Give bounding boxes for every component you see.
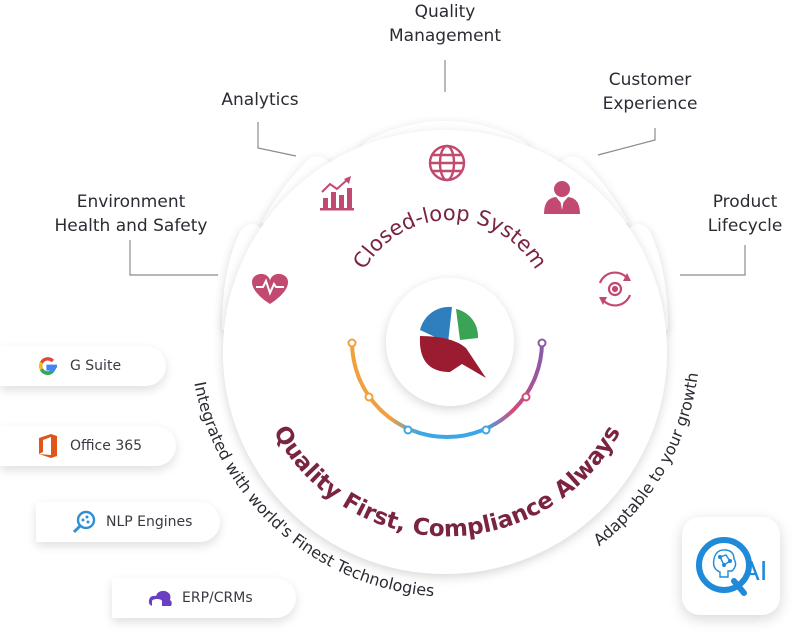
arc-node bbox=[481, 425, 491, 435]
integration-label: ERP/CRMs bbox=[182, 590, 253, 606]
label-line: Health and Safety bbox=[54, 216, 208, 236]
progress-arc bbox=[350, 340, 544, 439]
database-cloud-icon bbox=[146, 584, 174, 612]
qai-badge: AI bbox=[682, 517, 780, 615]
office-365-icon bbox=[34, 432, 62, 460]
label-environment-health-safety: Environment Health and Safety bbox=[40, 190, 222, 238]
integration-g-suite[interactable]: G Suite bbox=[0, 346, 166, 386]
gear-cycle-icon bbox=[598, 271, 632, 307]
label-line: Experience bbox=[602, 94, 698, 114]
qai-brain-badge-icon bbox=[696, 537, 752, 596]
label-line: Environment bbox=[76, 192, 186, 212]
arc-node bbox=[364, 392, 374, 402]
connector-line bbox=[597, 128, 656, 156]
label-line: Management bbox=[389, 26, 501, 46]
integration-label: NLP Engines bbox=[106, 514, 193, 530]
heart-pulse-icon bbox=[251, 273, 289, 304]
bar-chart-icon bbox=[320, 176, 354, 211]
label-line: Quality bbox=[414, 2, 476, 22]
label-line: Lifecycle bbox=[707, 216, 783, 236]
qai-badge-text: AI bbox=[742, 557, 768, 587]
connector-line bbox=[257, 122, 297, 157]
label-line: Analytics bbox=[221, 90, 299, 110]
google-g-icon bbox=[34, 352, 62, 380]
globe-icon bbox=[428, 144, 466, 182]
label-quality-management: Quality Management bbox=[370, 0, 520, 48]
connector-line bbox=[680, 245, 746, 276]
label-line: Product bbox=[712, 192, 778, 212]
label-analytics: Analytics bbox=[200, 88, 320, 112]
integration-label: G Suite bbox=[70, 358, 122, 374]
integration-nlp-engines[interactable]: NLP Engines bbox=[36, 502, 220, 542]
integration-office-365[interactable]: Office 365 bbox=[0, 426, 176, 466]
label-customer-experience: Customer Experience bbox=[580, 68, 720, 116]
label-line: Customer bbox=[608, 70, 692, 90]
arc-node bbox=[347, 338, 357, 348]
arc-node bbox=[537, 338, 547, 348]
integration-erp-crms[interactable]: ERP/CRMs bbox=[112, 578, 296, 618]
nlp-magnifier-icon bbox=[70, 508, 98, 536]
label-product-lifecycle: Product Lifecycle bbox=[690, 190, 800, 238]
company-logo-icon bbox=[419, 306, 486, 378]
arc-node bbox=[403, 425, 413, 435]
connector-line bbox=[129, 240, 218, 276]
integration-label: Office 365 bbox=[70, 438, 143, 454]
user-icon bbox=[544, 181, 580, 214]
arc-node bbox=[521, 392, 531, 402]
